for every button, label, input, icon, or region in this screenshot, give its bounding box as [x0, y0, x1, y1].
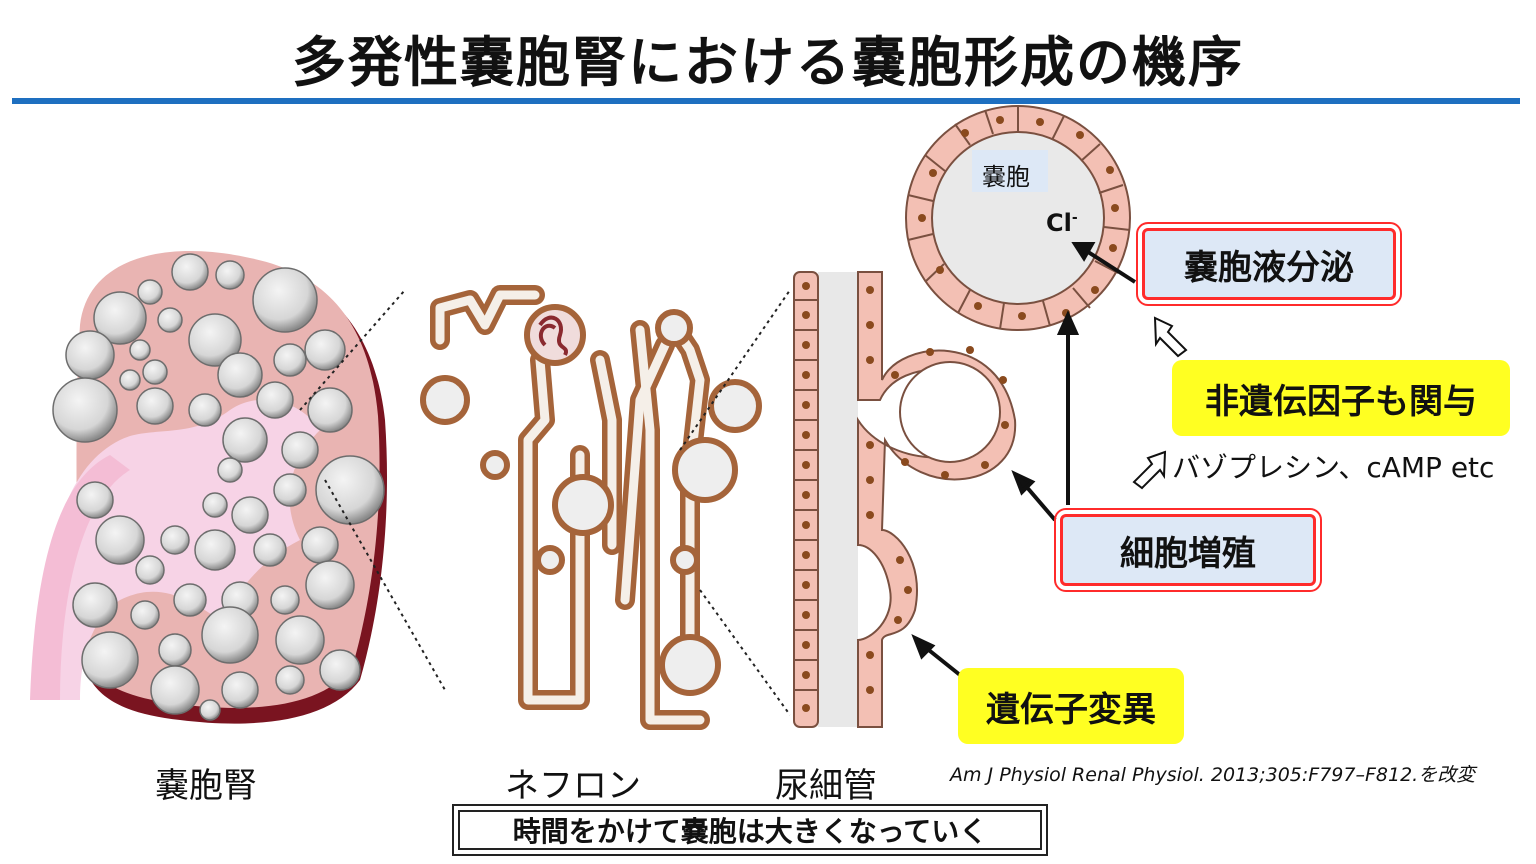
- tubule-label: 尿細管: [775, 766, 877, 806]
- caption-box: 時間をかけて嚢胞は大きくなっていく: [452, 804, 1048, 856]
- non-genetic-factor-box: 非遺伝因子も関与: [1172, 360, 1510, 436]
- factors-text: バゾプレシン、cAMP etc: [1172, 451, 1495, 484]
- kidney-cysts: [52, 253, 385, 721]
- cell-proliferation-box: 細胞増殖: [1054, 508, 1322, 592]
- polycystic-kidney-illustration: [30, 251, 446, 724]
- gene-mutation-box: 遺伝子変異: [958, 668, 1184, 744]
- chloride-symbol: Cl: [1046, 209, 1072, 237]
- nephron-illustration: [420, 285, 791, 730]
- caption-text: 時間をかけて嚢胞は大きくなっていく: [458, 810, 1042, 850]
- chloride-charge: -: [1071, 210, 1078, 226]
- chloride-label: Cl-: [1046, 209, 1078, 237]
- citation: Am J Physiol Renal Physiol. 2013;305:F79…: [950, 764, 1476, 786]
- nephron-cysts: [420, 309, 762, 696]
- nephron-label: ネフロン: [505, 766, 641, 806]
- large-cyst-illustration: [905, 105, 1131, 331]
- page-title: 多発性嚢胞腎における嚢胞形成の機序: [292, 31, 1244, 94]
- tubule-illustration: [793, 271, 1017, 728]
- kidney-label: 嚢胞腎: [155, 766, 257, 806]
- tubule-left-cells: [793, 271, 819, 728]
- glomerulus: [524, 304, 586, 366]
- cyst-label: 嚢胞: [982, 163, 1030, 191]
- fluid-secretion-box: 嚢胞液分泌: [1136, 222, 1402, 306]
- arrows: [911, 242, 1137, 677]
- hollow-arrows: [1132, 316, 1188, 490]
- title-rule: [12, 98, 1520, 104]
